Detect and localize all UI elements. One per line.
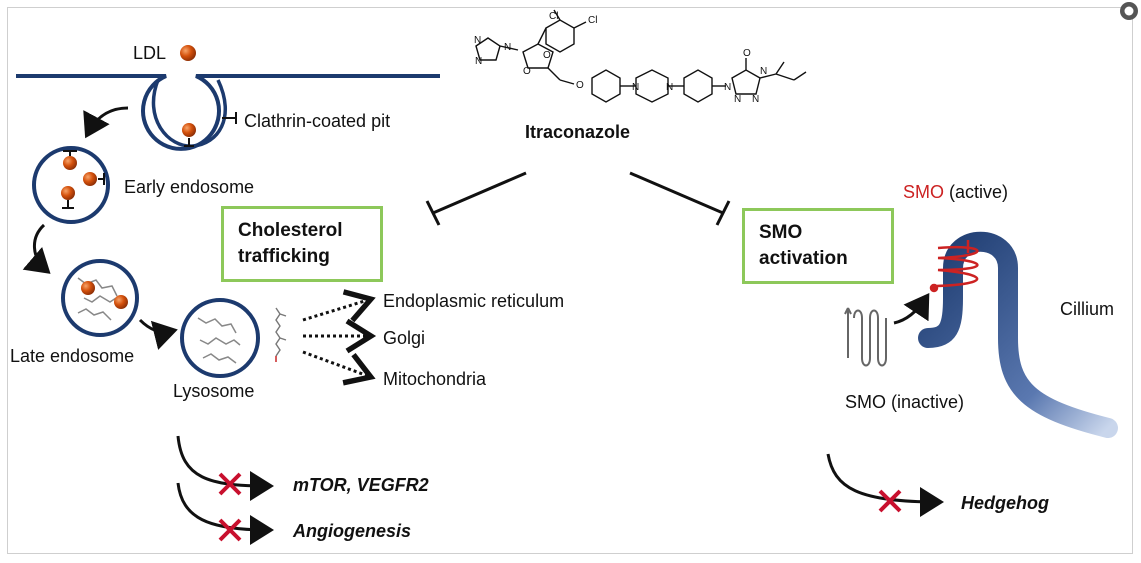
itraconazole-structure <box>475 9 807 103</box>
smo-active-receptor <box>929 240 979 293</box>
maturation-arrow <box>22 223 51 274</box>
smo-active-name: SMO <box>903 182 945 202</box>
cilium-label: Cillium <box>1060 299 1114 319</box>
hedgehog-inhibition-arrow <box>826 453 944 517</box>
late-endosome-label: Late endosome <box>10 346 135 366</box>
lysosome-label: Lysosome <box>173 381 255 401</box>
smo-active-label: SMO (active) <box>903 183 1008 201</box>
box-line: Cholesterol <box>238 220 343 241</box>
atom-cl: Cl <box>549 11 558 22</box>
plasma-membrane <box>16 74 440 151</box>
molecule-atom-labels: Cl Cl O O O O N N N N N N N N N <box>474 11 767 105</box>
inhibit-smo <box>629 171 731 226</box>
atom-n: N <box>475 56 482 67</box>
cholesterol-molecule <box>275 307 287 362</box>
expand-icon[interactable] <box>1118 0 1140 22</box>
er-label: Endoplasmic reticulum <box>383 291 565 311</box>
smo-inactive-label: SMO (inactive) <box>845 392 965 412</box>
er-arrow <box>302 289 376 323</box>
atom-o: O <box>576 80 584 91</box>
atom-o: O <box>743 48 751 59</box>
activation-arrow <box>893 293 930 325</box>
mitochondria-label: Mitochondria <box>383 369 487 389</box>
itraconazole-label: Itraconazole <box>525 122 631 142</box>
figure-frame: Cl Cl O O O O N N N N N N N N N LDL <box>7 7 1133 554</box>
golgi-label: Golgi <box>383 328 426 348</box>
lysosome-arrow <box>138 318 178 350</box>
atom-n: N <box>666 82 673 93</box>
inhibit-cholesterol <box>425 171 527 226</box>
atom-n: N <box>504 42 511 53</box>
atom-n: N <box>632 82 639 93</box>
angiogenesis-label: Angiogenesis <box>293 521 412 541</box>
smo-inactive-receptor <box>844 307 887 367</box>
early-endosome <box>32 146 110 224</box>
inhibit-x-icon <box>218 472 242 496</box>
angiogenesis-inhibition-arrow <box>176 482 274 545</box>
mtor-label: mTOR, VEGFR2 <box>293 475 429 495</box>
box-line: activation <box>759 248 848 269</box>
smo-active-state: (active) <box>949 182 1009 202</box>
atom-n: N <box>760 66 767 77</box>
atom-o: O <box>543 50 551 61</box>
late-endosome <box>61 259 139 337</box>
early-endosome-label: Early endosome <box>124 177 255 197</box>
ldl-particle <box>182 123 196 137</box>
lysosome <box>180 298 260 378</box>
atom-n: N <box>724 82 731 93</box>
ldl-icon <box>180 45 196 61</box>
atom-n: N <box>734 94 741 105</box>
atom-cl: Cl <box>588 15 597 26</box>
inhibit-x-icon <box>878 489 902 513</box>
box-line: trafficking <box>238 246 330 267</box>
atom-n: N <box>752 94 759 105</box>
clathrin-coated-pit <box>151 79 237 148</box>
cholesterol-trafficking-box: Cholesterol trafficking <box>221 206 383 282</box>
atom-n: N <box>474 35 481 46</box>
mtor-inhibition-arrow <box>176 435 274 501</box>
mito-arrow <box>302 350 376 386</box>
inhibit-x-icon <box>218 518 242 542</box>
atom-o: O <box>523 66 531 77</box>
box-line: SMO <box>759 222 803 243</box>
clathrin-pit-label: Clathrin-coated pit <box>244 111 391 131</box>
smo-activation-box: SMO activation <box>742 208 894 284</box>
hedgehog-label: Hedgehog <box>961 493 1049 513</box>
endocytosis-arrow <box>83 106 129 139</box>
pathway-diagram: Cl Cl O O O O N N N N N N N N N <box>16 9 1118 545</box>
cilium <box>918 231 1118 438</box>
ldl-label: LDL <box>133 43 167 63</box>
